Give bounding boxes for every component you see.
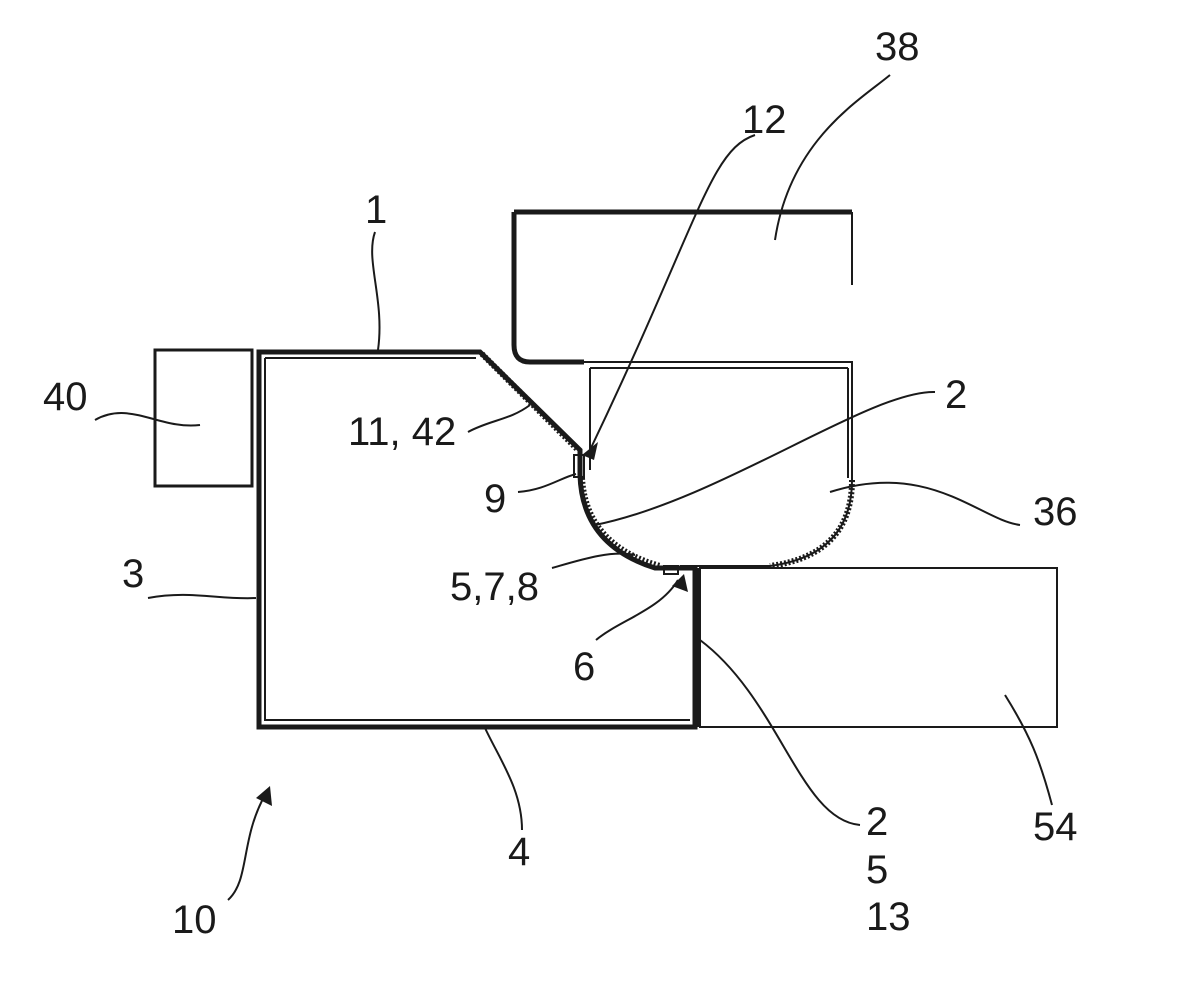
leader-9: [517, 473, 577, 493]
label-1: 1: [365, 188, 387, 232]
label-38: 38: [875, 25, 920, 69]
leader-54: [1004, 694, 1053, 806]
leader-6: [595, 579, 679, 641]
leader-1: [371, 231, 381, 351]
leader-11-42: [467, 404, 531, 433]
label-2-top: 2: [945, 373, 967, 417]
leader-10: [227, 794, 266, 901]
arrowhead-12: [582, 442, 598, 460]
leader-4: [484, 727, 523, 831]
part-36-inner-line: [589, 367, 849, 478]
arrowhead-10: [256, 786, 272, 806]
leader-5-7-8: [551, 552, 636, 569]
part-54-block: [699, 567, 1058, 728]
label-9: 9: [484, 477, 506, 521]
part-1-inner-outline: [264, 357, 690, 721]
part-9-element: [573, 454, 585, 478]
label-54: 54: [1033, 805, 1078, 849]
label-11-42: 11, 42: [348, 410, 456, 454]
leader-36: [829, 481, 1021, 526]
leader-38: [774, 74, 891, 241]
leader-12: [589, 134, 756, 451]
part-6-element: [663, 565, 679, 575]
curved-contact-surface: [579, 477, 661, 569]
leader-3: [147, 593, 257, 600]
arrowhead-6: [672, 574, 688, 592]
label-3: 3: [122, 552, 144, 596]
label-2-bottom: 2: [866, 800, 888, 844]
chamfer-surface: [479, 351, 581, 453]
leader-2-bottom: [699, 639, 861, 826]
label-10: 10: [172, 898, 217, 942]
label-12: 12: [742, 98, 787, 142]
label-36: 36: [1033, 490, 1078, 534]
part-38-tool: [511, 209, 852, 365]
label-5: 5: [866, 848, 888, 892]
part-36-rounded-edge: [769, 479, 855, 569]
part-36-punch: [584, 361, 853, 567]
label-13: 13: [866, 895, 911, 939]
label-6: 6: [573, 645, 595, 689]
label-4: 4: [508, 830, 530, 874]
part-40-block: [153, 348, 254, 488]
label-5-7-8: 5,7,8: [450, 565, 539, 609]
leader-40: [94, 412, 201, 427]
part-1-body: [256, 349, 698, 730]
leader-2-top: [594, 390, 936, 526]
label-40: 40: [43, 375, 88, 419]
